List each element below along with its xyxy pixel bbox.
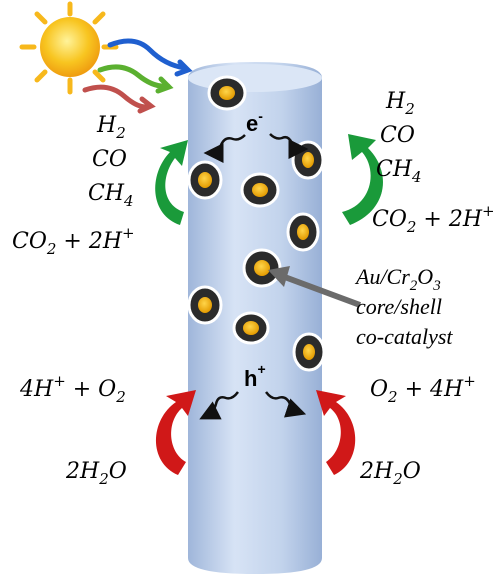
green-arrow-right xyxy=(342,134,383,225)
right-ch4-label: CH4 xyxy=(376,157,422,186)
left-oxidation-product: 4H+ + O2 xyxy=(19,372,126,406)
red-arrow-left xyxy=(156,390,196,475)
right-co-label: CO xyxy=(380,123,415,148)
electron-path-left xyxy=(203,134,246,163)
particle xyxy=(207,75,247,111)
particle xyxy=(240,172,280,208)
hole-path-left xyxy=(199,391,239,420)
right-water: 2H2O xyxy=(359,459,421,488)
cocatalyst-label: Au/Cr2O3 core/shell co-catalyst xyxy=(354,264,453,349)
left-h2-label: H2 xyxy=(96,113,126,142)
particle xyxy=(286,212,320,252)
svg-text:Au/Cr2O3: Au/Cr2O3 xyxy=(354,264,441,294)
right-h2-label: H2 xyxy=(385,89,415,118)
sun-icon xyxy=(19,1,119,95)
particle xyxy=(292,332,326,372)
green-arrow-left xyxy=(155,140,188,225)
left-water: 2H2O xyxy=(65,459,127,488)
electron-label: e- xyxy=(246,108,263,136)
cocatalyst-pointer xyxy=(268,266,362,308)
left-ch4-label: CH4 xyxy=(88,181,134,210)
svg-text:co-catalyst: co-catalyst xyxy=(356,324,453,349)
electron-path-right xyxy=(269,133,309,159)
light-rays xyxy=(82,38,193,114)
particle xyxy=(232,311,270,345)
right-oxidation-product: O2 + 4H+ xyxy=(370,372,476,406)
particle xyxy=(242,248,282,288)
right-co2-reactant: CO2 + 2H+ xyxy=(372,202,495,236)
particle xyxy=(187,285,223,325)
hole-path-right xyxy=(265,391,307,418)
svg-text:core/shell: core/shell xyxy=(356,294,442,319)
hole-label: h+ xyxy=(244,361,266,391)
left-co-label: CO xyxy=(92,147,127,172)
left-co2-reactant: CO2 + 2H+ xyxy=(12,224,135,258)
particle xyxy=(187,160,223,200)
left-products: H2 CO CH4 xyxy=(88,113,134,210)
red-arrow-right xyxy=(316,390,356,475)
right-products: H2 CO CH4 xyxy=(376,89,422,186)
